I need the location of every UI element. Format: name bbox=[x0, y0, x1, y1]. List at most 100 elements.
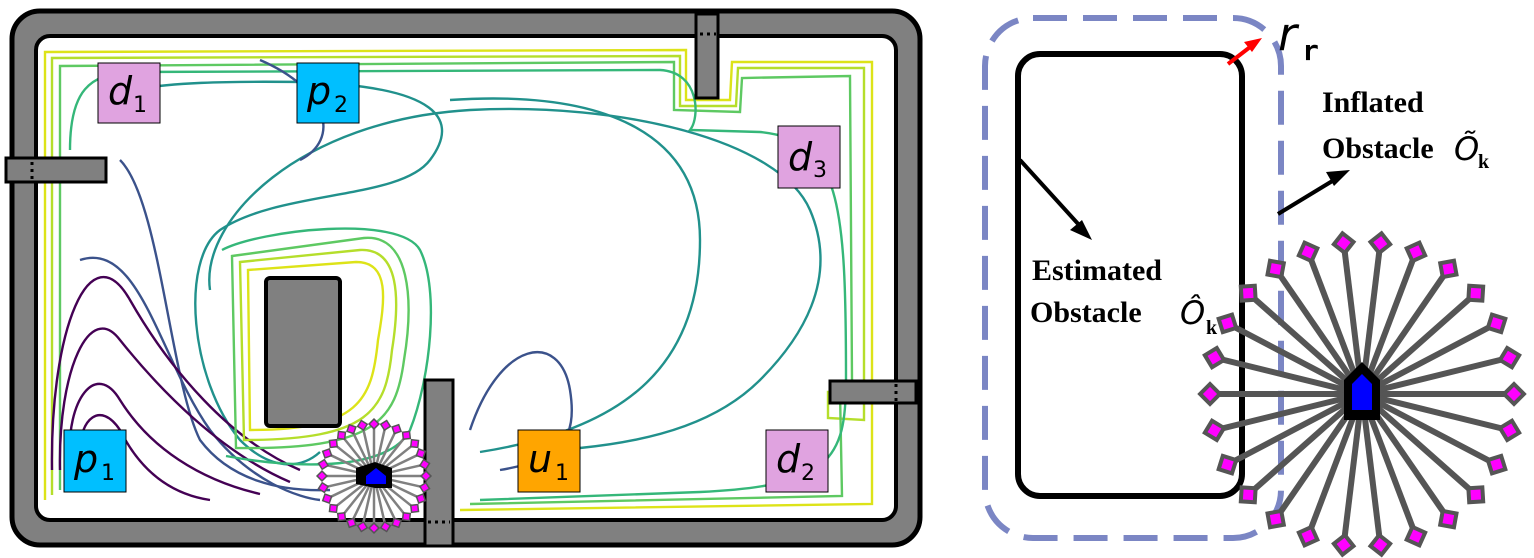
sensor-endpoint bbox=[1265, 508, 1287, 530]
sensor-endpoint bbox=[367, 417, 381, 431]
sensor-ray bbox=[1226, 320, 1364, 397]
sensor-endpoint bbox=[418, 458, 431, 471]
sensor-endpoint bbox=[1497, 345, 1522, 370]
sensor-endpoint bbox=[328, 503, 339, 514]
sensor-ray bbox=[1360, 391, 1478, 498]
sensor-endpoint bbox=[1501, 381, 1527, 407]
sensor-endpoint bbox=[1367, 230, 1393, 256]
svg-text:3: 3 bbox=[813, 158, 827, 183]
sensor-endpoint bbox=[1466, 283, 1486, 303]
contour-line bbox=[68, 382, 261, 496]
sensor-endpoint bbox=[1238, 485, 1258, 505]
sensor-endpoint bbox=[336, 511, 347, 522]
sensor-endpoint bbox=[1202, 345, 1227, 370]
sensor-endpoint bbox=[367, 521, 381, 535]
sensor-endpoint bbox=[1403, 239, 1428, 264]
sensor-endpoint bbox=[336, 430, 347, 441]
svg-text:u: u bbox=[528, 437, 552, 481]
sensor-endpoint bbox=[321, 448, 333, 459]
sensor-endpoint bbox=[1265, 258, 1287, 280]
estimated-obstacle bbox=[1015, 51, 1245, 499]
sensor-endpoint bbox=[1497, 418, 1522, 443]
robot-large bbox=[1197, 230, 1527, 558]
sensor-endpoint bbox=[356, 520, 369, 533]
sensor-ray bbox=[1213, 391, 1363, 434]
sensor-endpoint bbox=[1331, 532, 1357, 558]
contour-line bbox=[221, 227, 433, 466]
sensor-ray bbox=[1213, 354, 1363, 397]
svg-text:1: 1 bbox=[133, 93, 147, 118]
environment-map: d 1 p 2 d 3 p 1 u 1 bbox=[4, 8, 923, 548]
sensor-endpoint bbox=[317, 481, 330, 494]
sensor-endpoint bbox=[1403, 524, 1428, 549]
sensor-ray bbox=[1359, 267, 1451, 396]
svg-text:d: d bbox=[108, 69, 133, 113]
sensor-endpoint bbox=[328, 438, 339, 449]
sensor-endpoint bbox=[346, 423, 357, 435]
svg-text:2: 2 bbox=[801, 461, 815, 486]
svg-text:p: p bbox=[73, 437, 98, 481]
wall-segment bbox=[694, 12, 720, 100]
estimated-label-line2: Obstacle bbox=[1030, 296, 1142, 329]
sensor-endpoint bbox=[1296, 524, 1321, 549]
contour-line bbox=[98, 80, 444, 466]
contour-line bbox=[43, 48, 874, 512]
estimated-arrow bbox=[1018, 158, 1092, 240]
sensor-endpoint bbox=[379, 520, 392, 533]
radius-arrow bbox=[1226, 38, 1262, 66]
label-u1: u 1 bbox=[517, 429, 581, 493]
sensor-endpoint bbox=[1216, 453, 1239, 476]
sensor-endpoint bbox=[1485, 453, 1508, 476]
inflated-arrow bbox=[1276, 170, 1350, 216]
robot-small bbox=[315, 417, 433, 535]
contour-line bbox=[58, 327, 291, 484]
sensor-endpoint bbox=[1238, 283, 1258, 303]
inflated-symbol: Õ bbox=[1454, 130, 1479, 168]
sensor-endpoint bbox=[401, 511, 412, 522]
sensor-endpoint bbox=[1466, 485, 1486, 505]
sensor-endpoint bbox=[321, 493, 333, 504]
wall-segment bbox=[4, 156, 108, 184]
sensor-ray bbox=[1359, 250, 1419, 396]
sensor-endpoint bbox=[1437, 508, 1459, 530]
inflated-label-line2: Obstacle bbox=[1322, 132, 1434, 165]
contour-line bbox=[50, 54, 866, 495]
label-d3: d 3 bbox=[777, 125, 841, 189]
region-labels: d 1 p 2 d 3 p 1 u 1 bbox=[63, 62, 841, 493]
contour-line bbox=[50, 275, 301, 472]
sensor-ray bbox=[1360, 290, 1478, 397]
sensor-endpoint bbox=[317, 458, 330, 471]
sensor-endpoint bbox=[1296, 239, 1321, 264]
sensor-ray bbox=[1226, 391, 1364, 468]
sensor-endpoint bbox=[401, 430, 412, 441]
sensor-ray bbox=[1273, 267, 1365, 396]
sensor-rays bbox=[1197, 230, 1527, 558]
label-p2: p 2 bbox=[296, 62, 360, 124]
svg-text:1: 1 bbox=[555, 461, 569, 486]
sensor-ray bbox=[1360, 391, 1498, 468]
inflated-label-line1: Inflated bbox=[1322, 86, 1424, 119]
sensor-endpoint bbox=[379, 419, 392, 432]
sensor-endpoint bbox=[415, 493, 427, 504]
wall-segment bbox=[828, 379, 918, 405]
sensor-endpoint bbox=[419, 469, 433, 483]
rr-subscript: r bbox=[1302, 34, 1319, 67]
contour-line bbox=[449, 97, 702, 454]
inflated-subscript: k bbox=[1478, 151, 1490, 173]
estimated-symbol: Ô bbox=[1180, 293, 1205, 332]
room-floor bbox=[34, 34, 898, 522]
inflated-obstacle-boundary bbox=[982, 15, 1284, 541]
label-d1: d 1 bbox=[97, 62, 161, 124]
sensor-endpoint bbox=[1367, 532, 1393, 558]
sensor-endpoint bbox=[1202, 418, 1227, 443]
sensor-endpoint bbox=[356, 419, 369, 432]
central-obstacle bbox=[264, 276, 342, 428]
sensor-endpoint bbox=[1331, 230, 1357, 256]
robot-marker-icon bbox=[1352, 374, 1372, 410]
inflation-diagram: r r Estimated Obstacle Ô k Inflated Obst… bbox=[982, 7, 1527, 558]
robot-marker-icon bbox=[366, 468, 386, 484]
label-d2: d 2 bbox=[765, 429, 829, 493]
sensor-endpoint bbox=[315, 469, 329, 483]
contour-line bbox=[238, 248, 398, 442]
sensor-ray bbox=[1305, 250, 1365, 396]
